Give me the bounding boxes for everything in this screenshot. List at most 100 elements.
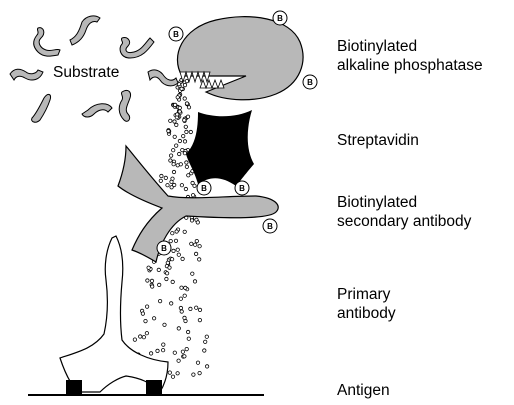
enzyme-label-line2: alkaline phosphatase	[337, 56, 483, 75]
substrate-molecule	[120, 38, 154, 58]
primary-label-line2: antibody	[337, 304, 396, 323]
product-dot	[185, 165, 188, 168]
antigen-right	[146, 380, 162, 395]
product-dot	[173, 351, 176, 354]
product-dot	[158, 299, 161, 302]
product-dot	[160, 174, 163, 177]
product-dot	[145, 305, 148, 308]
product-dot	[198, 308, 201, 311]
product-dot	[184, 286, 187, 289]
product-dot	[183, 97, 186, 100]
biotin-marker: B	[157, 241, 171, 255]
product-dot	[146, 279, 149, 282]
product-dot	[176, 248, 179, 251]
product-dot	[204, 340, 207, 343]
product-dot	[193, 184, 196, 187]
product-dot	[176, 372, 179, 375]
product-dot	[191, 272, 194, 275]
product-dot	[173, 120, 176, 123]
product-dot	[163, 323, 166, 326]
product-dot	[205, 335, 208, 338]
product-dot	[198, 258, 201, 261]
product-dot	[196, 361, 199, 364]
secondary-label-line1: Biotinylated	[337, 193, 417, 212]
enzyme-label-line1: Biotinylated	[337, 37, 417, 56]
product-dot	[171, 375, 174, 378]
svg-text:B: B	[277, 14, 283, 23]
product-dot	[194, 252, 197, 255]
product-dot	[191, 194, 194, 197]
product-dot	[159, 179, 162, 182]
substrate-molecule	[70, 16, 100, 45]
product-dot	[179, 306, 182, 309]
streptavidin-molecule	[186, 110, 254, 186]
secondary-label-line2: secondary antibody	[337, 212, 471, 231]
product-dot	[170, 258, 173, 261]
product-dot	[166, 184, 169, 187]
product-dot	[182, 134, 185, 137]
product-dot	[149, 352, 152, 355]
product-dot	[185, 161, 188, 164]
product-dot	[178, 139, 181, 142]
product-dot	[145, 332, 148, 335]
product-dot	[139, 335, 142, 338]
product-dot	[183, 119, 186, 122]
product-dot	[196, 221, 199, 224]
product-dot	[180, 286, 183, 289]
product-dot	[173, 103, 176, 106]
product-dot	[175, 144, 178, 147]
svg-text:B: B	[267, 222, 273, 231]
product-dot	[161, 349, 164, 352]
svg-text:B: B	[307, 78, 313, 87]
biotin-marker: B	[197, 181, 211, 195]
product-dot	[150, 279, 153, 282]
product-dot	[172, 163, 175, 166]
svg-text:B: B	[201, 184, 207, 193]
product-dot	[190, 219, 193, 222]
product-dot	[165, 272, 168, 275]
product-dot	[172, 249, 175, 252]
product-dot	[198, 245, 201, 248]
antigen-label: Antigen	[337, 381, 390, 400]
product-dot	[203, 349, 206, 352]
product-dot	[179, 297, 182, 300]
product-dot	[198, 318, 201, 321]
svg-text:B: B	[173, 30, 179, 39]
product-dot	[164, 176, 167, 179]
product-dot	[156, 349, 159, 352]
product-dot	[193, 280, 196, 283]
product-dot	[178, 110, 181, 113]
product-dot	[144, 319, 147, 322]
product-dot	[180, 310, 183, 313]
svg-text:B: B	[239, 184, 245, 193]
alkaline-phosphatase-enzyme	[177, 17, 303, 100]
product-dot	[183, 355, 186, 358]
product-dot	[152, 317, 155, 320]
product-dot	[192, 373, 195, 376]
product-dot	[189, 130, 192, 133]
product-dot	[166, 261, 169, 264]
product-dot	[171, 280, 174, 283]
product-dot	[183, 152, 186, 155]
svg-text:B: B	[161, 244, 167, 253]
product-dot	[183, 83, 186, 86]
biotin-marker: B	[263, 219, 277, 233]
product-dot	[185, 130, 188, 133]
substrate-molecule	[148, 70, 178, 86]
product-dot	[170, 180, 173, 183]
product-dot	[174, 239, 177, 242]
product-dot	[173, 135, 176, 138]
product-dot	[183, 230, 186, 233]
product-dot	[195, 306, 198, 309]
product-dot	[158, 283, 161, 286]
product-dot	[187, 174, 190, 177]
substrate-molecule	[34, 28, 60, 56]
substrate-molecule	[82, 104, 112, 117]
biotin-marker: B	[303, 75, 317, 89]
product-dot	[170, 302, 173, 305]
product-dot	[162, 343, 165, 346]
product-dot	[168, 371, 171, 374]
product-dot	[167, 129, 170, 132]
product-dot	[179, 163, 182, 166]
